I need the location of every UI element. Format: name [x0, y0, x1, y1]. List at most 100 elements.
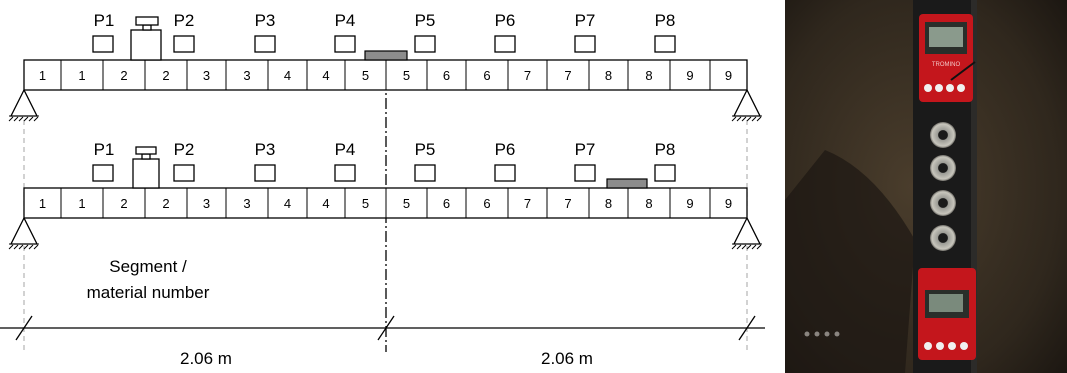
support-hatch — [8, 116, 14, 122]
sensor-box — [173, 35, 195, 53]
left-support — [9, 88, 39, 117]
segment-number: 9 — [725, 68, 732, 83]
support-hatch — [33, 116, 39, 122]
added-mass-stem — [142, 24, 152, 31]
support-hatch — [28, 244, 34, 250]
sensor-label: P2 — [174, 11, 195, 30]
segment-number: 4 — [284, 196, 291, 211]
segment-number: 5 — [362, 68, 369, 83]
segment-number: 2 — [120, 68, 127, 83]
sensor-box — [654, 35, 676, 53]
steel-beam-edge — [971, 0, 977, 373]
support-hatch — [741, 116, 747, 122]
support-hatch — [23, 244, 29, 250]
sensor-label: P7 — [575, 140, 596, 159]
support-hatch — [13, 244, 19, 250]
segment-annotation-line1: Segment / — [109, 257, 187, 276]
segment-number: 3 — [203, 68, 210, 83]
sensor-box — [494, 35, 516, 53]
left-support — [9, 216, 39, 245]
support-hatch — [756, 116, 762, 122]
sensor-label: P6 — [495, 11, 516, 30]
support-hatch — [18, 244, 24, 250]
segment-number: 7 — [564, 196, 571, 211]
added-mass-top — [135, 16, 159, 26]
segment-number: 9 — [686, 196, 693, 211]
damage-plate — [364, 50, 408, 61]
field-photo: TROMINO — [785, 0, 1067, 373]
sensor-box — [654, 164, 676, 182]
support-hatch — [746, 116, 752, 122]
support-hatch — [736, 116, 742, 122]
segment-number: 8 — [645, 68, 652, 83]
segment-number: 3 — [243, 68, 250, 83]
added-mass-stem — [141, 153, 151, 160]
added-mass — [132, 158, 160, 189]
dimension-tick-right — [738, 315, 756, 341]
segment-number: 9 — [686, 68, 693, 83]
sensor-label: P5 — [415, 140, 436, 159]
sensor-box — [574, 164, 596, 182]
segment-number: 6 — [483, 68, 490, 83]
right-support — [732, 88, 762, 117]
segment-number: 4 — [284, 68, 291, 83]
sensor-label: P6 — [495, 140, 516, 159]
segment-number: 7 — [564, 68, 571, 83]
support-hatch — [18, 116, 24, 122]
field-photo-illustration: TROMINO — [785, 0, 1067, 373]
sensor-box — [334, 164, 356, 182]
sensor-box — [173, 164, 195, 182]
support-hatch — [731, 116, 737, 122]
segment-number: 7 — [524, 68, 531, 83]
segment-number: 8 — [605, 68, 612, 83]
support-hatch — [23, 116, 29, 122]
segment-number: 1 — [78, 196, 85, 211]
sensor-box — [414, 164, 436, 182]
right-support — [732, 216, 762, 245]
added-mass — [130, 29, 162, 61]
support-hatch — [28, 116, 34, 122]
sensor-label: P8 — [655, 140, 676, 159]
support-hatch — [8, 244, 14, 250]
sensor-box — [92, 35, 114, 53]
sensor-label: P7 — [575, 11, 596, 30]
sensor-label: P3 — [255, 11, 276, 30]
washer-1 — [930, 122, 956, 148]
segment-annotation-line2: material number — [87, 283, 210, 302]
segment-number: 1 — [39, 196, 46, 211]
dimension-tick-mid — [377, 315, 395, 341]
segment-number: 1 — [78, 68, 85, 83]
sensor-device-top: TROMINO — [919, 14, 976, 102]
device-brand-top: TROMINO — [932, 62, 961, 68]
segment-number: 6 — [483, 196, 490, 211]
segment-number: 6 — [443, 196, 450, 211]
sensor-box — [494, 164, 516, 182]
sensor-label: P8 — [655, 11, 676, 30]
segment-number: 7 — [524, 196, 531, 211]
sensor-device-bottom — [918, 268, 976, 360]
sensor-label: P2 — [174, 140, 195, 159]
segment-number: 3 — [203, 196, 210, 211]
segment-number: 3 — [243, 196, 250, 211]
sensor-box — [334, 35, 356, 53]
sensor-label: P5 — [415, 11, 436, 30]
added-mass-top — [135, 146, 157, 155]
support-hatch — [736, 244, 742, 250]
washer-3 — [930, 190, 956, 216]
sensor-box — [254, 35, 276, 53]
sensor-box — [92, 164, 114, 182]
sensor-box — [414, 35, 436, 53]
segment-number: 2 — [162, 68, 169, 83]
support-hatch — [746, 244, 752, 250]
support-hatch — [756, 244, 762, 250]
damage-plate — [606, 178, 648, 189]
sensor-label: P4 — [335, 140, 356, 159]
dimension-label-right: 2.06 m — [541, 349, 593, 368]
shadow — [785, 150, 915, 373]
bolt-cluster — [804, 331, 840, 337]
sensor-label: P4 — [335, 11, 356, 30]
segment-number: 4 — [322, 68, 329, 83]
